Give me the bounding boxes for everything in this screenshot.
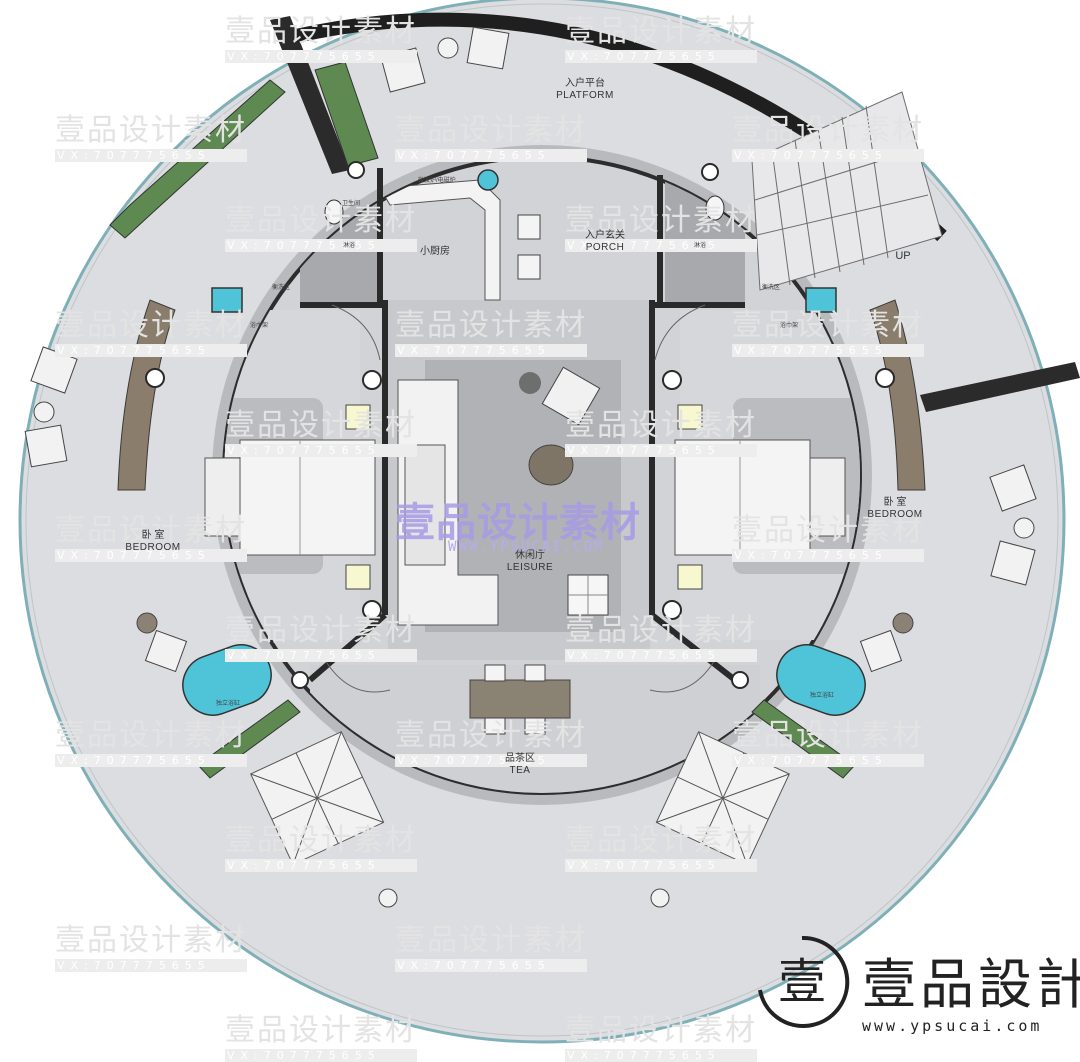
door-swings [324,304,716,693]
brand-name: 壹品設計 [862,953,1080,1016]
water-features [182,169,866,716]
label-right-bathtub: 独立浴缸 [810,693,835,699]
nightstands [345,404,703,590]
bed-left [239,439,376,556]
beds [204,439,846,556]
center-watermark: 壹品设计素材 [395,500,641,546]
label-left-bathtub: 独立浴缸 [216,701,241,707]
leisure-furniture [519,366,609,616]
label-right-shower: 淋浴 [694,243,707,249]
porch-bench [517,214,541,280]
label-left-shower: 淋浴 [343,243,356,249]
brand-url: www.ypsucai.com [862,1017,1043,1035]
label-right-towel: 浴巾架 [780,323,799,329]
brand-seal-icon: 壹 [758,935,850,1028]
label-left-wash: 衡洗区 [272,285,291,291]
center-watermark-url: WWW.YPSUCAI.COM [448,539,605,555]
sofa [397,379,499,626]
label-left-wc: 卫生间 [342,201,361,207]
toilets [324,195,725,225]
label-kitchen: 小厨房 [420,246,450,257]
tea-table [469,664,571,735]
deck-chairs [24,26,1037,908]
bed-right [674,439,811,556]
label-stairs-up: UP [895,250,911,262]
brand-seal-glyph: 壹 [778,954,826,1010]
columns [145,161,895,689]
label-right-wash: 衡洗区 [762,285,781,291]
umbrellas [250,731,790,866]
label-kitchen-appliance: 微波炉/电磁炉 [418,178,456,184]
label-left-towel: 浴巾架 [250,323,269,329]
